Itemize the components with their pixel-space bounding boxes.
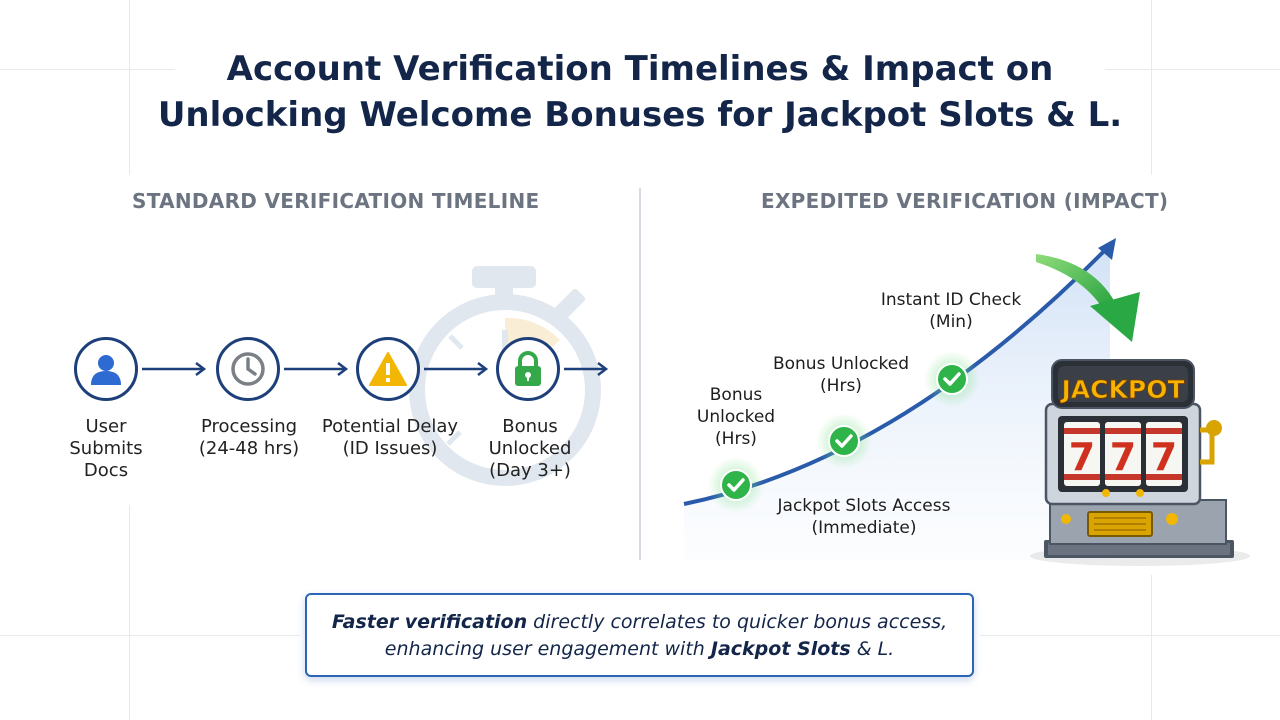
- step-processing-circle: [216, 337, 280, 401]
- summary-callout: Faster verification directly correlates …: [305, 593, 974, 677]
- title-line-1: Account Verification Timelines & Impact …: [226, 49, 1054, 89]
- timeline-arrows: [142, 362, 609, 376]
- step-user-line: User: [85, 416, 127, 437]
- check-badge-icon: [936, 363, 968, 395]
- step-user-circle: [74, 337, 138, 401]
- guide-line: [129, 0, 130, 175]
- section-divider: [639, 188, 641, 560]
- step-user-label: User Submits Docs: [31, 416, 181, 482]
- step-user-line: Submits: [69, 438, 143, 459]
- slot-reel-3: 7: [1151, 435, 1177, 479]
- step-delay-circle: [356, 337, 420, 401]
- check-badge-icon: [828, 425, 860, 457]
- step-delay-line: (ID Issues): [342, 438, 438, 459]
- callout-bold: Jackpot Slots: [710, 638, 851, 660]
- green-sweep-arrow-icon: [1036, 254, 1140, 342]
- step-user-line: Docs: [83, 460, 129, 481]
- callout-text: & L.: [850, 638, 895, 660]
- step-processing-line: Processing: [200, 416, 298, 437]
- step-bonus-circle: [496, 337, 560, 401]
- guide-line: [0, 69, 175, 70]
- slot-machine-icon: [1030, 359, 1250, 566]
- label-line: (Min): [929, 312, 973, 332]
- step-bonus-line: Bonus: [502, 416, 558, 437]
- step-processing-line: (24-48 hrs): [198, 438, 300, 459]
- callout-bold: Faster verification: [331, 611, 528, 633]
- step-bonus-line: Unlocked: [488, 438, 572, 459]
- callout-text: enhancing user engagement with: [384, 638, 711, 660]
- step-bonus-label: Bonus Unlocked (Day 3+): [455, 416, 605, 482]
- clock-icon: [231, 352, 265, 386]
- label-line: Instant ID Check: [880, 290, 1022, 310]
- slot-reel-2: 7: [1110, 435, 1136, 479]
- guide-line: [1151, 0, 1152, 175]
- slot-reel-1: 7: [1069, 435, 1095, 479]
- expedited-verification-heading: EXPEDITED VERIFICATION (IMPACT): [761, 189, 1169, 213]
- label-instant-id-check: Instant ID Check (Min): [870, 289, 1032, 333]
- growth-arrowhead: [1098, 238, 1116, 260]
- guide-line: [980, 635, 1280, 636]
- reel-symbol: 7: [1110, 435, 1136, 479]
- lock-icon: [515, 351, 541, 386]
- label-line: Unlocked: [696, 407, 776, 427]
- title-line-2: Unlocking Welcome Bonuses for Jackpot Sl…: [157, 95, 1123, 135]
- slot-sign-label: JACKPOT: [1060, 375, 1185, 404]
- user-icon: [91, 355, 121, 385]
- guide-line: [1151, 575, 1152, 720]
- growth-area: [684, 245, 1110, 560]
- reel-symbol: 7: [1151, 435, 1177, 479]
- step-processing-label: Processing (24-48 hrs): [174, 416, 324, 460]
- standard-timeline-heading: STANDARD VERIFICATION TIMELINE: [132, 189, 540, 213]
- warning-icon: [369, 352, 407, 386]
- label-bonus-unlocked-hrs-left: Bonus Unlocked (Hrs): [686, 384, 786, 450]
- guide-line: [129, 505, 130, 720]
- step-delay-line: Potential Delay: [321, 416, 459, 437]
- page-title: Account Verification Timelines & Impact …: [0, 46, 1280, 138]
- slot-sign-text: JACKPOT: [1060, 375, 1185, 404]
- check-badge-icon: [720, 469, 752, 501]
- label-line: Bonus Unlocked: [772, 354, 910, 374]
- guide-line: [1105, 69, 1280, 70]
- callout-line-1: Faster verification directly correlates …: [307, 609, 972, 636]
- guide-line: [0, 635, 300, 636]
- label-line: Bonus: [709, 385, 763, 405]
- label-line: (Hrs): [820, 376, 862, 396]
- label-line: (Immediate): [811, 518, 917, 538]
- callout-line-2: enhancing user engagement with Jackpot S…: [307, 636, 972, 663]
- label-line: Jackpot Slots Access: [777, 496, 951, 516]
- label-jackpot-slots-access: Jackpot Slots Access (Immediate): [766, 495, 962, 539]
- label-line: (Hrs): [715, 429, 757, 449]
- step-delay-label: Potential Delay (ID Issues): [315, 416, 465, 460]
- reel-symbol: 7: [1069, 435, 1095, 479]
- step-bonus-line: (Day 3+): [489, 460, 571, 481]
- label-bonus-unlocked-hrs-top: Bonus Unlocked (Hrs): [765, 353, 917, 397]
- callout-text: directly correlates to quicker bonus acc…: [527, 611, 948, 633]
